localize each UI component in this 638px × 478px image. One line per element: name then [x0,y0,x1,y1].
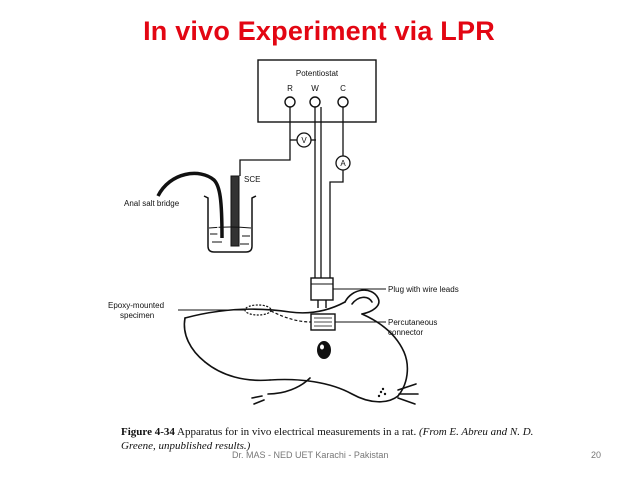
wires [239,107,344,278]
figure-number: Figure 4-34 [121,426,175,438]
beaker [203,195,257,253]
figure-caption: Figure 4-34 Apparatus for in vivo electr… [121,425,561,453]
specimen-label-1: Epoxy-mounted [108,301,164,310]
page-number: 20 [591,450,602,460]
potentiostat-label: Potentiostat [296,69,339,78]
slide-title: In vivo Experiment via LPR [143,16,495,46]
beaker-liquid [208,226,252,245]
rat-eye [317,341,331,359]
terminal-r-label: R [287,84,293,93]
salt-bridge-label: Anal salt bridge [124,199,180,208]
ammeter-symbol: A [340,159,346,168]
connector-label-2: connector [388,328,423,337]
plug [310,277,334,301]
caption-text: Apparatus for in vivo electrical measure… [177,426,417,438]
terminal-w [309,96,321,108]
voltmeter [296,132,312,148]
potentiostat-box [257,59,377,123]
terminal-c-label: C [340,84,346,93]
footer-credit: Dr. MAS - NED UET Karachi - Pakistan [232,450,389,460]
rat-illustration [183,289,419,405]
sce-electrode [230,175,240,247]
subcutaneous-lead [270,310,312,323]
plug-label: Plug with wire leads [388,285,459,294]
salt-bridge-tube [156,171,224,239]
sce-label: SCE [244,175,260,184]
caption-source-2: Greene, unpublished results.) [121,440,251,452]
rat-nose [377,387,387,398]
caption-source-1: (From E. Abreu and N. D. [418,426,534,438]
terminal-w-label: W [311,84,319,93]
voltmeter-symbol: V [301,136,307,145]
connector-label-1: Percutaneous [388,318,437,327]
ammeter [335,155,351,171]
terminal-r [284,96,296,108]
terminal-c [337,96,349,108]
specimen-label-2: specimen [120,311,154,320]
